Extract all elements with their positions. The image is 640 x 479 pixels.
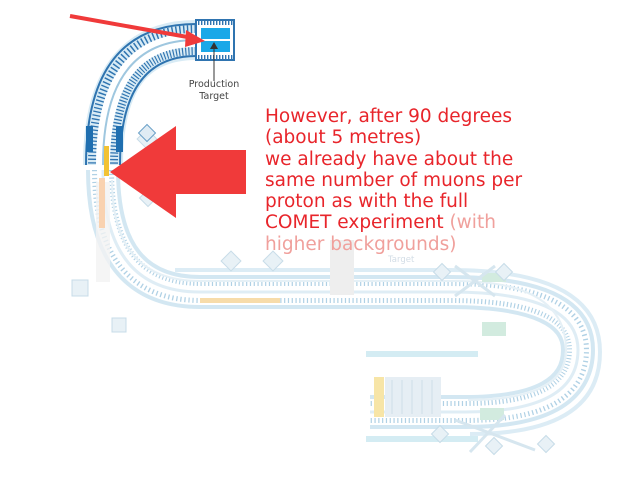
magnet-block-left <box>86 126 93 152</box>
support-diamond-bright <box>137 123 157 143</box>
faded-yellow-stripe <box>200 298 280 303</box>
annotation-line-1: However, after 90 degrees <box>265 106 512 127</box>
annotation-line-4: same number of muons per <box>265 169 523 191</box>
production-target-label: Production Target <box>178 79 250 103</box>
faded-cross-beams <box>454 264 536 454</box>
target-label-line2: Target <box>199 91 229 102</box>
annotation-line-6-faded: (with <box>443 212 496 234</box>
annotation-line-2: (about 5 metres) <box>265 127 422 149</box>
magnet-block-right <box>116 126 123 152</box>
pointer-arrow <box>69 14 205 47</box>
faint-target-label: Target <box>388 255 415 265</box>
yellow-stopping-marker <box>104 146 109 176</box>
annotation-line-3: we already have about the <box>265 148 514 170</box>
target-label-line1: Production <box>188 79 240 90</box>
annotation-line-5: proton as with the full <box>265 191 469 213</box>
faded-detector <box>366 351 478 442</box>
faded-orange-stripe <box>99 178 105 228</box>
leader-arrowhead <box>210 42 218 49</box>
big-left-arrow <box>110 126 246 218</box>
faded-vertical-column <box>330 240 354 295</box>
annotation-line-6: COMET experiment (with <box>265 212 635 233</box>
faded-green-bands <box>480 273 506 420</box>
annotation-text: However, after 90 degrees (about 5 metre… <box>265 106 635 255</box>
faded-transport-solenoid <box>86 169 603 436</box>
annotation-line-6-main: COMET experiment <box>265 212 444 234</box>
annotation-line-7: higher backgrounds) <box>265 233 457 255</box>
